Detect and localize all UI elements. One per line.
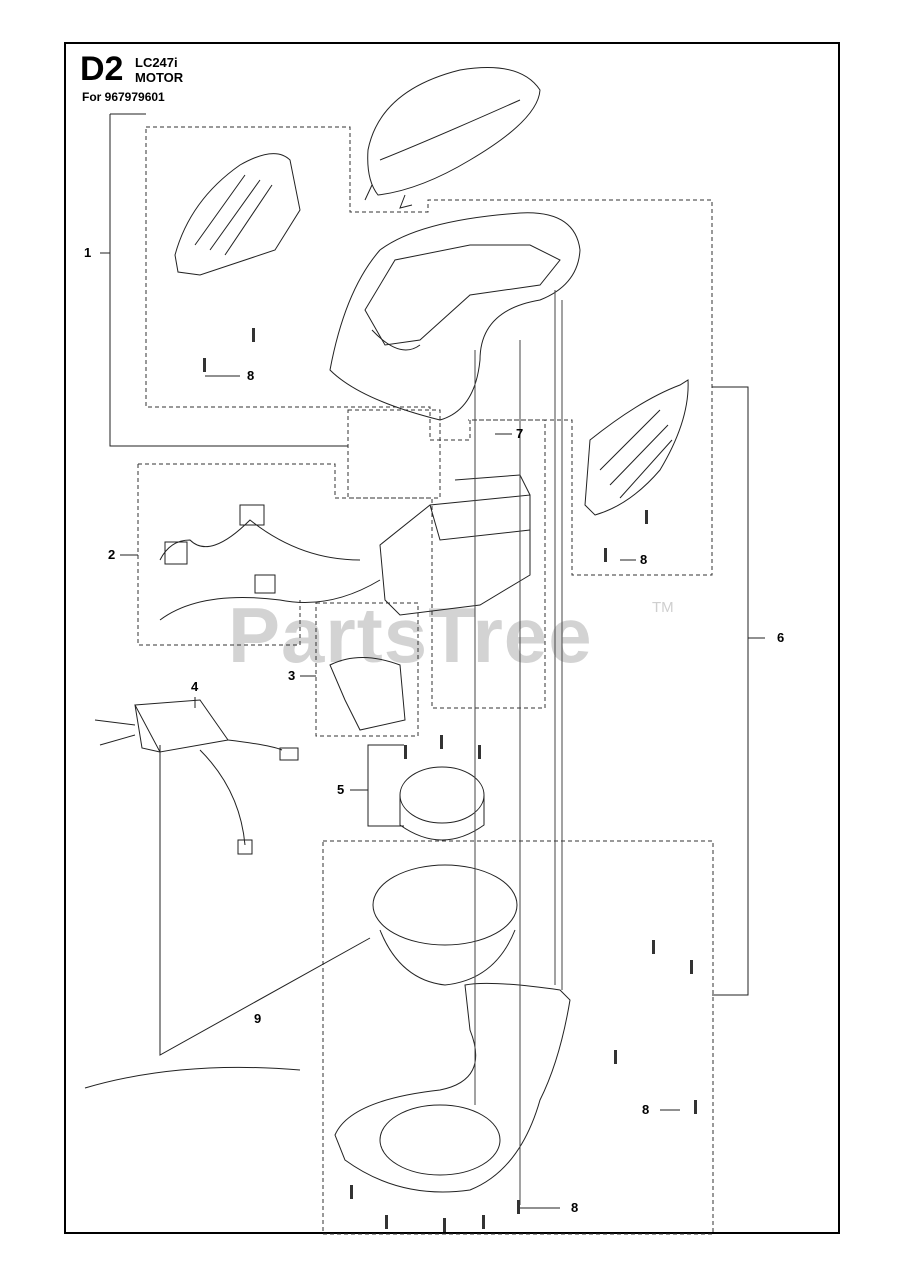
callout-1-leader <box>109 113 348 447</box>
callout-6-leader <box>712 386 765 996</box>
callout-7: 7 <box>516 426 524 441</box>
callout-8-bottom: 8 <box>571 1200 579 1215</box>
battery-tray <box>379 494 531 616</box>
group-box-switch <box>315 602 419 737</box>
callout-3: 3 <box>288 668 296 683</box>
callout-8-right: 8 <box>640 552 648 567</box>
section-title: MOTOR <box>135 70 184 85</box>
group-box-upper <box>145 126 713 576</box>
watermark-trademark: TM <box>652 599 674 616</box>
model-name: LC247i <box>135 55 178 70</box>
callout-9: 9 <box>254 1011 262 1026</box>
callout-5: 5 <box>337 782 345 797</box>
fan-housing <box>372 864 518 946</box>
group-box-harness <box>137 464 301 646</box>
lower-housing <box>334 982 571 1193</box>
callout-8-left: 8 <box>247 368 255 383</box>
top-cover <box>367 67 541 196</box>
battery-cable <box>84 1066 301 1089</box>
right-side-panel <box>584 379 689 516</box>
callout-9-leader-box <box>159 745 371 1056</box>
group-box-battery-tray <box>138 419 546 709</box>
diagram-code: D2 <box>80 50 124 88</box>
callout-1: 1 <box>84 245 92 260</box>
serial-reference: For 967979601 <box>82 90 165 104</box>
watermark-brand: PartsTree <box>228 591 593 679</box>
motor <box>399 766 485 824</box>
left-side-panel <box>174 153 301 276</box>
group-box-lower-housing <box>322 840 714 1235</box>
callout-5-leader <box>350 744 404 827</box>
main-handle-frame <box>329 212 581 421</box>
diagram-frame <box>64 42 840 1234</box>
callout-8-lower-right: 8 <box>642 1102 650 1117</box>
callout-2: 2 <box>108 547 116 562</box>
control-module <box>134 699 229 753</box>
switch-assembly <box>329 657 406 731</box>
wire-harness <box>159 519 361 561</box>
callout-4: 4 <box>191 679 199 694</box>
callout-6: 6 <box>777 630 785 645</box>
group-box-contacts <box>347 409 441 499</box>
